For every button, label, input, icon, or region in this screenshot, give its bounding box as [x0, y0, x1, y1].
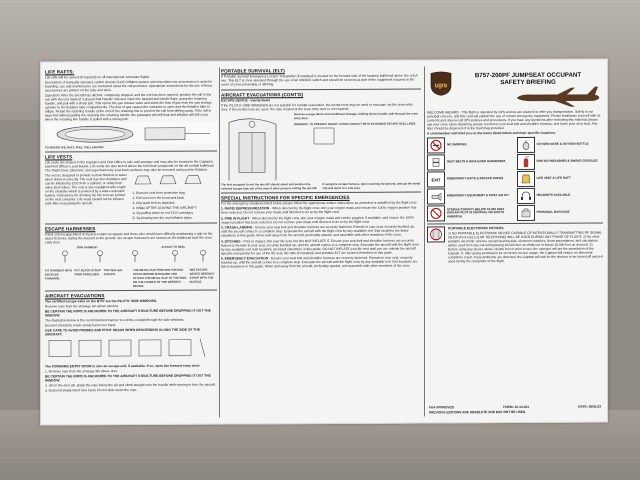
forward-door-step: 3. Descend slowly hand over hand. Do not…: [45, 387, 138, 393]
safety-briefing-card: LIFE RAFTS: Life rafts will be carried (…: [40, 58, 608, 426]
column-divider: [219, 67, 220, 418]
life-vest-step: A. By pulling down on red CO2 cartridges…: [132, 210, 194, 216]
middle-column: PORTABLE SURVIVAL (ELT) A Portable Survi…: [221, 66, 421, 419]
briefing-item: LIFE VEST & LIFE RAFT: [516, 170, 604, 187]
life-vests-text: Life vests are stowed in the Captain's a…: [45, 159, 215, 173]
portable-survival-heading: PORTABLE SURVIVAL (ELT): [221, 68, 285, 74]
card-footer: FAA APPROVED FORM: 22-13-001 DATE: 05/01…: [427, 405, 603, 415]
life-raft-caption: TO BOARD THE RAFT, PULL THE LANYARD: [45, 145, 104, 150]
ped-heading: PORTABLE ELECTRONIC DEVICES: [448, 226, 504, 231]
reel-note: Remove escape device from bulkhead stowa…: [294, 111, 418, 121]
ped-text: 1) NO PORTABLE ELECTRONIC DEVICE CAPABLE…: [448, 230, 603, 264]
special-instruction-item: 5. EMERGENCY EVACUATION - Ensure your se…: [221, 255, 418, 269]
obsolete-note: PREVIOUS EDITIONS ARE OBSOLETE AND MAY N…: [429, 409, 527, 415]
aircraft-illustration: [516, 86, 600, 107]
special-instruction-item: 2. FIRE IN FLIGHT - When directed by the…: [221, 215, 414, 225]
life-vest-step: B. By blowing into the oral inflation tu…: [132, 215, 193, 221]
faa-approved: FAA APPROVED: [429, 405, 454, 410]
personal-baggage-icon: [516, 204, 535, 221]
harness-caption: PUT BLACK STRAP OVER SHOULDER.: [74, 268, 101, 277]
briefing-items: NO SMOKING OXYGEN MASK & OXYGEN BOTTLE S…: [427, 136, 604, 222]
reel-note: The first occupant to exit the aircraft …: [221, 182, 318, 191]
briefing-item: EMERGENCY EQUIPMENT & FIRST AID KIT: [427, 188, 514, 205]
left-column: LIFE RAFTS: Life rafts will be carried (…: [45, 68, 217, 421]
life-vest-step: 3. Clip waist belt as depicted.: [132, 200, 176, 206]
evac-warning: BE CERTAIN THE ROPE IS ANCHORED TO THE A…: [45, 308, 211, 318]
life-vests-text2: The vest is designed to provide vertical…: [45, 173, 127, 206]
special-instruction-item: 4. DITCHING - Prior to impact, don your …: [221, 238, 419, 256]
fire-extinguisher-icon: [516, 153, 535, 170]
headset-icon: [516, 187, 535, 204]
special-instruction-item: 3. CRASH LANDING - Ensure your seat belt…: [221, 224, 415, 238]
aircraft-evacuations-heading: AIRCRAFT EVACUATIONS: [45, 293, 105, 299]
escape-harnesses-heading: ESCAPE HARNESSES: [45, 226, 96, 232]
escape-device-text: If the PILOTS' SIDE WINDOWS are not suit…: [221, 102, 413, 112]
svg-text:ups: ups: [435, 82, 448, 89]
escape-device-section: AIRCRAFT EVACUATIONS (CONT'D) ESCAPE DEV…: [221, 91, 421, 194]
life-rafts-operation: Operation: After the aircraft has ditche…: [45, 92, 212, 122]
life-vest-step: 2. Pull vest over the head and back.: [132, 195, 185, 201]
life-raft-figure: [45, 121, 217, 145]
briefing-item: EXIT EMERGENCY EXITS & ESCAPE ROPES: [427, 171, 514, 188]
life-vest-step: 4. Inflate AFTER LEAVING THE AIRCRAFT:: [132, 205, 197, 211]
crewmember-note: A crewmember will brief you on the items…: [427, 130, 557, 136]
harness-caption: TIGHTEN LEG STRAPS.: [103, 268, 123, 277]
escape-harness-illustration: [62, 249, 206, 263]
flashlight-icon: [427, 188, 445, 205]
briefing-item: NO SMOKING: [427, 137, 514, 154]
window-exit-illustration: [48, 338, 206, 357]
oxygen-mask-icon: [516, 136, 535, 153]
no-smoking-icon: [427, 137, 445, 154]
escape-harnesses-section: ESCAPE HARNESSES Fitted onto incapacitat…: [45, 225, 217, 292]
right-column: ups B757-200PF JUMPSEAT OCCUPANT SAFETY …: [427, 66, 603, 419]
briefing-item: SEAT BELTS & SHOULDER HARNESSES: [427, 154, 514, 171]
aircraft-evacuations-section: AIRCRAFT EVACUATIONS The certified escap…: [45, 293, 217, 393]
portable-survival-section: PORTABLE SURVIVAL (ELT) A Portable Survi…: [221, 67, 421, 91]
harness-caption: THE METAL CLIP POSITION FOR RED STRAP BE…: [132, 267, 187, 289]
portable-survival-text: A Portable Survival Emergency Locator Tr…: [221, 73, 418, 87]
form-date: DATE: 05/01/13: [578, 404, 601, 409]
exit-icon: EXIT: [427, 171, 445, 188]
evac-warning: BE CERTAIN THE ROPE IS ANCHORED TO THE A…: [45, 373, 211, 383]
life-vest-step: 1. Remove vest from protective bag.: [132, 190, 186, 196]
sterile-cockpit-icon: [427, 205, 445, 222]
reel-detail-illustration: [313, 127, 335, 145]
briefing-item: PERSONAL BAGGAGE: [516, 204, 604, 221]
briefing-item: OXYGEN MASK & OXYGEN BOTTLE: [516, 136, 604, 153]
escape-harnesses-text: Fitted onto incapacitated or injured coc…: [45, 231, 213, 245]
life-raft-illustration: [56, 125, 210, 143]
electronic-device-icon: [427, 226, 445, 243]
reel-note: If using the escape harness, upon reachi…: [322, 181, 421, 191]
ups-logo: ups: [430, 71, 452, 96]
life-rafts-section: LIFE RAFTS: Life rafts will be carried (…: [45, 68, 217, 153]
seat-belt-icon: [427, 154, 445, 171]
briefing-item: HEADSETS AVAILABLE: [516, 187, 604, 204]
special-instructions-heading: SPECIAL INSTRUCTIONS FOR SPECIFIC EMERGE…: [221, 194, 350, 201]
briefing-header: ups B757-200PF JUMPSEAT OCCUPANT SAFETY …: [427, 66, 603, 111]
evac-warning: USE CARE TO AVOID PROBES AND PITOT HEADS…: [45, 327, 200, 337]
special-instructions-section: SPECIAL INSTRUCTIONS FOR SPECIFIC EMERGE…: [221, 194, 421, 269]
briefing-item: STERILE COCKPIT BELOW 10,000 FEET (SUGAR…: [427, 205, 514, 222]
special-instruction-item: 1. RAPID DEPRESSURIZATION - When directe…: [221, 205, 417, 215]
portable-electronic-devices: PORTABLE ELECTRONIC DEVICES 1) NO PORTAB…: [427, 222, 603, 265]
escape-device-heading: AIRCRAFT EVACUATIONS (CONT'D): [221, 92, 304, 98]
briefing-item: FIRE EXTINGUISHER & SMOKE GOGGLES: [516, 153, 604, 170]
life-vest-icon: [516, 170, 535, 187]
inertia-reel-illustration: [228, 118, 277, 181]
harness-caption: FIT GARMENT WITH BUCKLES FORWARD.: [45, 268, 73, 281]
harness-caption: SEE ESCAPE DEVICE DESCENT STRAP WITH THE…: [189, 267, 215, 284]
welcome-text: WELCOME ABOARD - This flight is operated…: [427, 109, 601, 131]
life-vest-illustration: [134, 175, 201, 185]
life-rafts-description: Description: A manually operated carbon …: [45, 79, 213, 93]
life-vests-section: LIFE VESTS Life vests are stowed in the …: [45, 153, 217, 225]
column-divider: [424, 66, 425, 417]
life-rafts-heading: LIFE RAFTS:: [45, 69, 75, 75]
form-number: FORM: 22-13-001: [503, 404, 529, 410]
life-vests-heading: LIFE VESTS: [45, 154, 73, 160]
